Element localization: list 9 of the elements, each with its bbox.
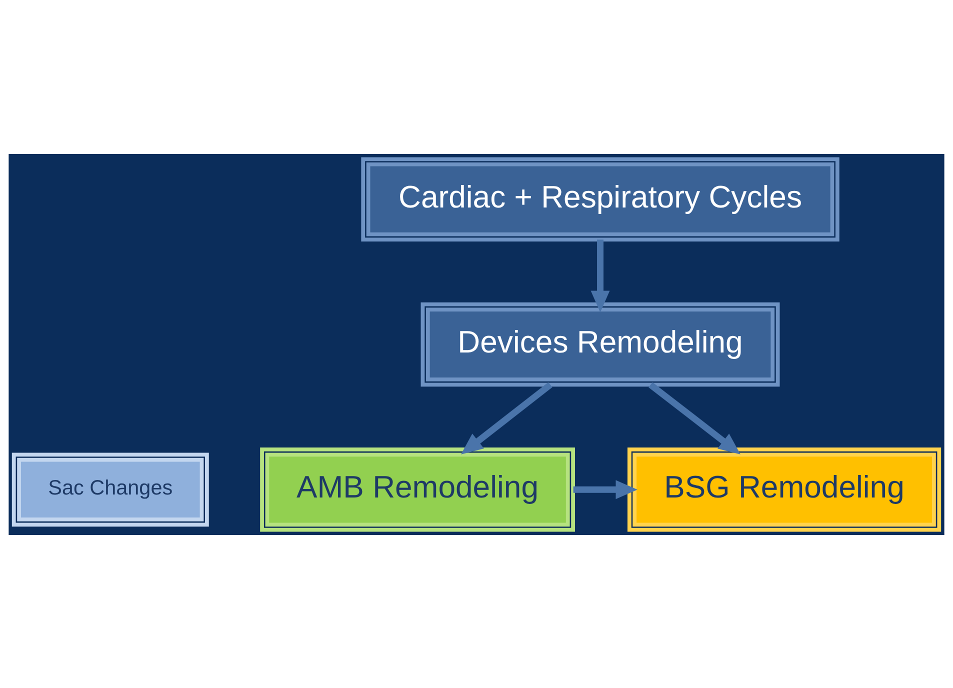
node-box: AMB Remodeling bbox=[260, 447, 575, 532]
arrow bbox=[590, 239, 610, 312]
node-box: Sac Changes bbox=[12, 452, 209, 526]
node-box: BSG Remodeling bbox=[627, 447, 942, 532]
arrow bbox=[648, 382, 740, 454]
node-box: Devices Remodeling bbox=[420, 302, 780, 386]
arrow bbox=[573, 480, 638, 499]
arrow bbox=[461, 382, 552, 454]
node-box: Cardiac + Respiratory Cycles bbox=[361, 156, 840, 241]
